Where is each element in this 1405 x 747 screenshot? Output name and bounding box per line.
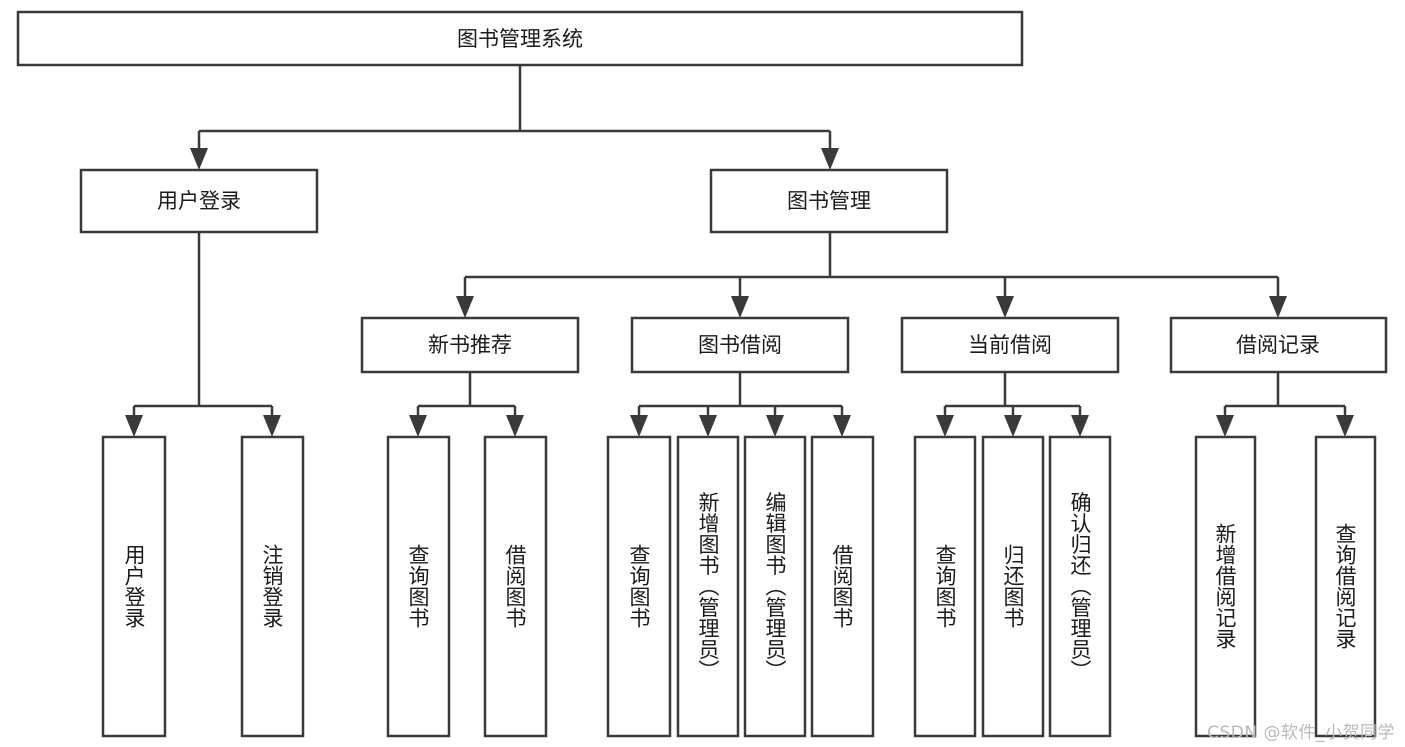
node-leaf-borrow-book-1-rect[interactable] bbox=[483, 435, 548, 738]
node-leaf-query-book-3-rect[interactable] bbox=[913, 435, 977, 738]
node-leaf-query-book-3[interactable]: 查询图书 bbox=[913, 435, 977, 738]
node-leaf-query-book-1-rect[interactable] bbox=[386, 435, 451, 738]
arrow-bb-leaf-3 bbox=[766, 415, 784, 437]
node-book-borrow-label: 图书借阅 bbox=[698, 333, 782, 357]
arrow-bm-to-book-borrow bbox=[731, 296, 749, 318]
csdn-watermark: CSDN @软件_小贺同学 bbox=[1207, 723, 1395, 743]
node-current-borrow[interactable]: 当前借阅 bbox=[900, 316, 1120, 374]
node-root-rect[interactable] bbox=[16, 10, 1024, 67]
arrow-cb-leaf-3 bbox=[1071, 415, 1089, 437]
node-new-book-rec-label: 新书推荐 bbox=[428, 333, 512, 357]
node-book-manage[interactable]: 图书管理 bbox=[709, 168, 949, 234]
connector-group-new-book-rec bbox=[409, 372, 524, 437]
node-book-borrow-rect[interactable] bbox=[630, 316, 850, 374]
node-leaf-query-book-1[interactable]: 查询图书 bbox=[386, 435, 451, 738]
node-new-book-rec[interactable]: 新书推荐 bbox=[360, 316, 580, 374]
arrow-br-leaf-2 bbox=[1336, 415, 1354, 437]
arrow-bm-to-new-book-rec bbox=[456, 296, 474, 318]
node-leaf-query-record-label: 查询借阅记录 bbox=[1333, 523, 1357, 649]
node-borrow-record[interactable]: 借阅记录 bbox=[1169, 316, 1388, 374]
node-leaf-query-book-2-rect[interactable] bbox=[606, 435, 672, 738]
arrow-nbr-leaf-2 bbox=[506, 415, 524, 437]
node-leaf-confirm-return[interactable]: 确认归还（管理员） bbox=[1048, 435, 1112, 738]
arrow-cb-leaf-1 bbox=[936, 415, 954, 437]
node-current-borrow-label: 当前借阅 bbox=[968, 333, 1052, 357]
node-leaf-add-record-label: 新增借阅记录 bbox=[1213, 523, 1237, 649]
node-leaf-edit-book[interactable]: 编辑图书（管理员） bbox=[743, 435, 807, 738]
arrow-root-to-book-manage bbox=[821, 148, 839, 170]
arrow-nbr-leaf-1 bbox=[409, 415, 427, 437]
node-leaf-logout[interactable]: 注销登录 bbox=[240, 435, 305, 738]
node-book-manage-rect[interactable] bbox=[709, 168, 949, 234]
node-book-manage-label: 图书管理 bbox=[787, 189, 871, 213]
arrow-user-login-leaf-1 bbox=[125, 415, 143, 437]
node-leaf-query-book-2[interactable]: 查询图书 bbox=[606, 435, 672, 738]
node-leaf-query-book-1-label: 查询图书 bbox=[406, 544, 430, 628]
node-book-borrow[interactable]: 图书借阅 bbox=[630, 316, 850, 374]
arrow-bm-to-borrow-record bbox=[1269, 296, 1287, 318]
connector-group-book-manage bbox=[456, 232, 1287, 318]
node-leaf-return-book-rect[interactable] bbox=[981, 435, 1045, 738]
node-leaf-borrow-book-2-label: 借阅图书 bbox=[830, 544, 854, 628]
node-leaf-borrow-book-2[interactable]: 借阅图书 bbox=[810, 435, 875, 738]
node-leaf-add-book-label: 新增图书（管理员） bbox=[696, 492, 720, 681]
node-leaf-add-book-rect[interactable] bbox=[676, 435, 740, 738]
node-leaf-add-record[interactable]: 新增借阅记录 bbox=[1194, 435, 1257, 738]
node-new-book-rec-rect[interactable] bbox=[360, 316, 580, 374]
node-leaf-logout-label: 注销登录 bbox=[260, 544, 284, 628]
node-borrow-record-rect[interactable] bbox=[1169, 316, 1388, 374]
node-leaf-add-book[interactable]: 新增图书（管理员） bbox=[676, 435, 740, 738]
node-leaf-return-book[interactable]: 归还图书 bbox=[981, 435, 1045, 738]
node-leaf-user-login[interactable]: 用户登录 bbox=[101, 435, 167, 738]
arrow-bb-leaf-1 bbox=[630, 415, 648, 437]
node-leaf-edit-book-rect[interactable] bbox=[743, 435, 807, 738]
node-leaf-logout-rect[interactable] bbox=[240, 435, 305, 738]
node-leaf-query-book-3-label: 查询图书 bbox=[933, 544, 957, 628]
node-leaf-confirm-return-label: 确认归还（管理员） bbox=[1068, 492, 1092, 681]
node-leaf-user-login-rect[interactable] bbox=[101, 435, 167, 738]
node-leaf-add-record-rect[interactable] bbox=[1194, 435, 1257, 738]
node-user-login-label: 用户登录 bbox=[157, 189, 241, 213]
node-borrow-record-label: 借阅记录 bbox=[1236, 333, 1320, 357]
connector-group-book-borrow bbox=[630, 372, 851, 437]
connector-group-user-login bbox=[125, 232, 281, 437]
arrow-user-login-leaf-2 bbox=[263, 415, 281, 437]
node-root[interactable]: 图书管理系统 bbox=[16, 10, 1024, 67]
node-leaf-query-record[interactable]: 查询借阅记录 bbox=[1314, 435, 1377, 738]
connector-group-root bbox=[190, 65, 839, 170]
node-current-borrow-rect[interactable] bbox=[900, 316, 1120, 374]
node-leaf-return-book-label: 归还图书 bbox=[1001, 544, 1025, 628]
node-user-login-rect[interactable] bbox=[79, 168, 319, 234]
node-leaf-edit-book-label: 编辑图书（管理员） bbox=[763, 492, 787, 681]
node-leaf-borrow-book-2-rect[interactable] bbox=[810, 435, 875, 738]
arrow-bb-leaf-4 bbox=[833, 415, 851, 437]
node-root-label: 图书管理系统 bbox=[457, 27, 583, 51]
node-leaf-query-book-2-label: 查询图书 bbox=[627, 544, 651, 628]
arrow-bb-leaf-2 bbox=[699, 415, 717, 437]
connector-group-borrow-record bbox=[1216, 372, 1354, 437]
node-leaf-borrow-book-1[interactable]: 借阅图书 bbox=[483, 435, 548, 738]
node-leaf-query-record-rect[interactable] bbox=[1314, 435, 1377, 738]
node-leaf-confirm-return-rect[interactable] bbox=[1048, 435, 1112, 738]
arrow-root-to-user-login bbox=[190, 148, 208, 170]
arrow-cb-leaf-2 bbox=[1004, 415, 1022, 437]
node-leaf-user-login-label: 用户登录 bbox=[122, 544, 146, 628]
arrow-br-leaf-1 bbox=[1216, 415, 1234, 437]
connector-group-current-borrow bbox=[936, 372, 1089, 437]
node-user-login[interactable]: 用户登录 bbox=[79, 168, 319, 234]
arrow-bm-to-current-borrow bbox=[996, 296, 1014, 318]
node-leaf-borrow-book-1-label: 借阅图书 bbox=[503, 544, 527, 628]
